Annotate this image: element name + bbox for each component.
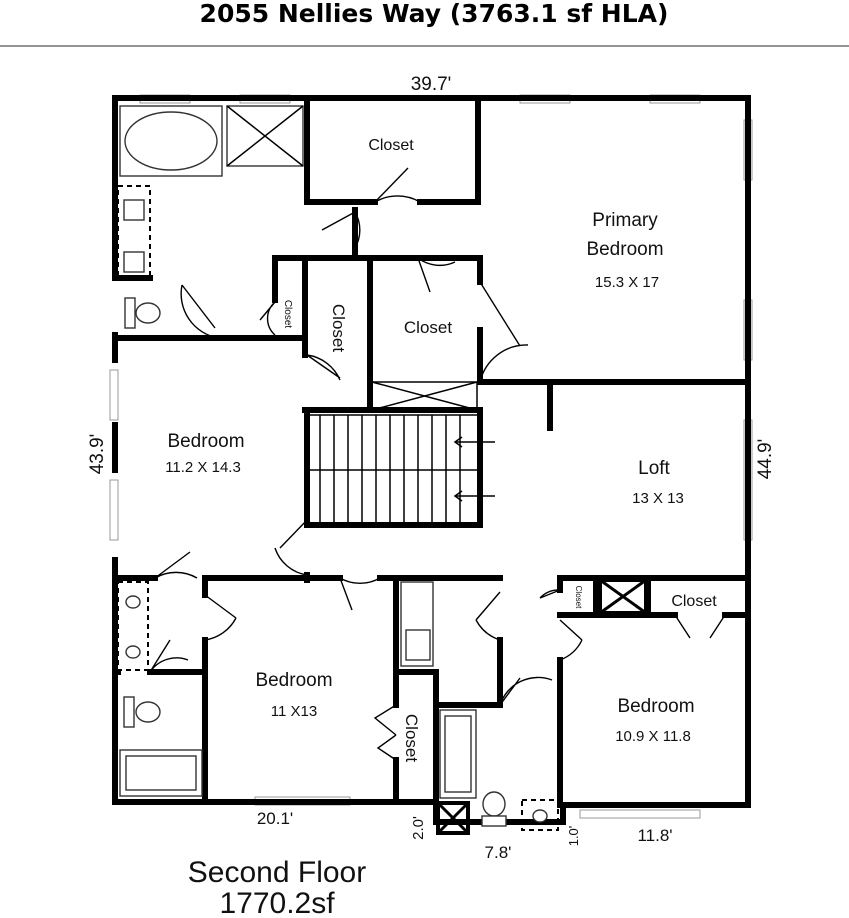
room-label-closet-center-vertical: Closet [402, 714, 421, 762]
room-label-primary-line1: Primary [592, 210, 658, 231]
room-label-closet-right: Closet [671, 593, 717, 610]
room-size-primary: 15.3 X 17 [595, 274, 659, 291]
utility-chase [436, 578, 648, 835]
dimension-top: 39.7' [411, 74, 452, 95]
room-labels: Closet Primary Bedroom 15.3 X 17 Closet … [165, 137, 717, 762]
staircase [306, 381, 495, 526]
room-size-bedroom-left: 11.2 X 14.3 [165, 459, 241, 476]
room-label-primary-line2: Bedroom [586, 239, 663, 260]
room-size-bedroom-right: 10.9 X 11.8 [615, 728, 691, 745]
room-label-bedroom-left: Bedroom [167, 431, 244, 452]
floor-name: Second Floor [188, 856, 366, 889]
dimension-bottom-mid: 7.8' [485, 843, 512, 862]
doors [149, 167, 726, 761]
dimension-bottom-step2: 1.0' [566, 826, 581, 847]
floor-area: 1770.2sf [219, 887, 335, 918]
dimension-bottom-right: 11.8' [637, 826, 672, 845]
room-label-closet-mid: Closet [404, 318, 452, 337]
room-label-loft: Loft [638, 458, 670, 479]
plan-title: 2055 Nellies Way (3763.1 sf HLA) [200, 0, 669, 28]
dimension-bottom-left: 20.1' [257, 809, 293, 828]
room-size-loft: 13 X 13 [632, 490, 684, 507]
room-label-closet-right-small: Closet [574, 586, 583, 609]
dimension-right: 44.9' [755, 439, 776, 480]
dimension-left: 43.9' [87, 434, 108, 475]
room-label-bedroom-center: Bedroom [255, 670, 332, 691]
room-size-bedroom-center: 11 X13 [271, 703, 317, 720]
dimension-labels: 39.7' 43.9' 44.9' 20.1' 2.0' 7.8' 1.0' 1… [87, 74, 776, 862]
dimension-bottom-step: 2.0' [410, 816, 427, 840]
room-label-closet-small: Closet [282, 300, 293, 329]
fixtures [117, 105, 559, 831]
room-label-bedroom-right: Bedroom [617, 696, 694, 717]
room-label-closet-top: Closet [368, 137, 414, 154]
room-label-closet-mid-vertical: Closet [329, 304, 348, 352]
